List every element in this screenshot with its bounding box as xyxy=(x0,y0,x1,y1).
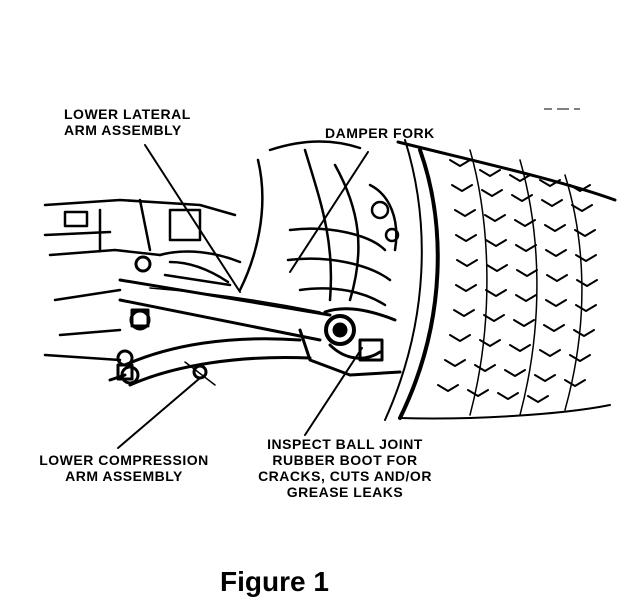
lower-compression-arm xyxy=(108,337,312,387)
label-lower-lateral-line1: LOWER LATERAL xyxy=(64,106,191,122)
leader-inspect-ball-joint xyxy=(304,347,363,436)
label-inspect-line1: INSPECT BALL JOINT xyxy=(267,436,423,452)
ball-joint xyxy=(298,307,402,377)
leader-damper-fork xyxy=(289,151,369,273)
label-damper-fork-text: DAMPER FORK xyxy=(325,125,435,141)
label-inspect-line4: GREASE LEAKS xyxy=(286,484,404,500)
label-inspect-line3: CRACKS, CUTS AND/OR xyxy=(258,468,432,484)
label-lower-lateral-line2: ARM ASSEMBLY xyxy=(64,122,182,138)
label-lower-compression-line1: LOWER COMPRESSION xyxy=(39,452,209,468)
lower-lateral-arm xyxy=(118,255,332,342)
damper xyxy=(238,140,400,307)
leader-lower-compression xyxy=(117,377,201,449)
leader-lower-lateral xyxy=(144,144,241,293)
subframe xyxy=(43,198,242,362)
label-lower-lateral-arm: LOWER LATERAL ARM ASSEMBLY xyxy=(64,106,191,138)
figure-caption: Figure 1 xyxy=(220,566,329,597)
tire-tread xyxy=(437,149,598,416)
leader-lines xyxy=(117,144,369,449)
label-inspect-ball-joint: INSPECT BALL JOINT RUBBER BOOT FOR CRACK… xyxy=(240,436,450,500)
label-lower-compression-line2: ARM ASSEMBLY xyxy=(65,468,183,484)
tire xyxy=(384,139,617,421)
label-lower-compression-arm: LOWER COMPRESSION ARM ASSEMBLY xyxy=(18,452,230,484)
label-damper-fork: DAMPER FORK xyxy=(325,125,435,141)
label-inspect-line2: RUBBER BOOT FOR xyxy=(272,452,418,468)
